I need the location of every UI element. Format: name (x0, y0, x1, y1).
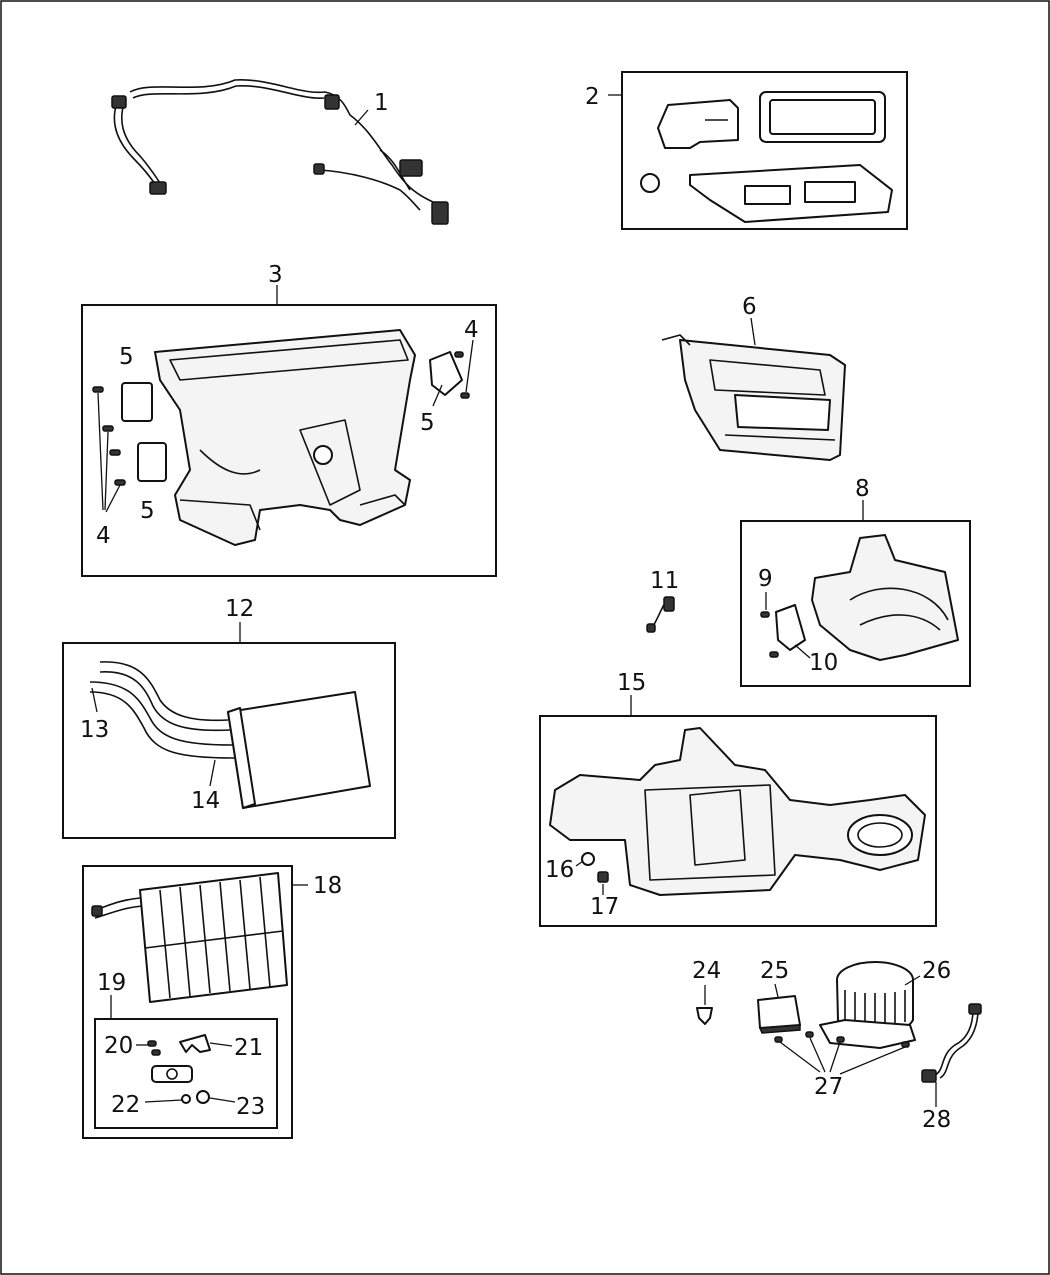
wiring-harness-part (111, 79, 449, 225)
callout-13: 13 (80, 717, 109, 743)
push-pin-24 (696, 1007, 713, 1025)
resistor-25 (757, 995, 801, 1034)
callout-2: 2 (585, 84, 600, 110)
callout-22: 22 (111, 1092, 140, 1118)
hvac-housing-part (154, 329, 416, 546)
callout-24: 24 (692, 958, 721, 984)
group-box-3 (81, 304, 497, 577)
screw-9 (760, 611, 770, 618)
callout-4b: 4 (96, 523, 111, 549)
callout-8: 8 (855, 476, 870, 502)
group-box-2 (621, 71, 908, 230)
callout-3: 3 (268, 262, 283, 288)
callout-14: 14 (191, 788, 220, 814)
screw-10 (769, 651, 779, 658)
blower-housing-part-8 (775, 534, 959, 661)
callout-15: 15 (617, 670, 646, 696)
callout-25: 25 (760, 958, 789, 984)
wire-harness-28 (921, 1003, 982, 1083)
callout-5b: 5 (420, 410, 435, 436)
callout-18: 18 (313, 873, 342, 899)
callout-9: 9 (758, 566, 773, 592)
heater-core-part (89, 661, 371, 809)
callout-16: 16 (545, 857, 574, 883)
callout-12: 12 (225, 596, 254, 622)
sub-box-19 (94, 1018, 278, 1129)
screw-parts (92, 351, 470, 486)
duct-housing-part (661, 334, 846, 461)
callout-10: 10 (809, 650, 838, 676)
expansion-valve-parts (147, 1034, 211, 1104)
screws-27 (774, 1031, 910, 1048)
sensor-part-11 (646, 596, 675, 633)
callout-21: 21 (234, 1035, 263, 1061)
callout-26: 26 (922, 958, 951, 984)
callout-1: 1 (374, 90, 389, 116)
callout-4a: 4 (464, 317, 479, 343)
actuator-parts (121, 351, 463, 482)
callout-5a: 5 (119, 344, 134, 370)
callout-27: 27 (814, 1074, 843, 1100)
group-box-8 (740, 520, 971, 687)
callout-17: 17 (590, 894, 619, 920)
grommet-16 (581, 852, 595, 866)
callout-19: 19 (97, 970, 126, 996)
callout-6: 6 (742, 294, 757, 320)
bracket-seal-parts (640, 91, 893, 223)
callout-28: 28 (922, 1107, 951, 1133)
evaporator-part (91, 872, 288, 1003)
group-box-12 (62, 642, 396, 839)
group-box-18 (82, 865, 293, 1139)
callout-20: 20 (104, 1033, 133, 1059)
callout-23: 23 (236, 1094, 265, 1120)
hvac-assembly-part-15 (549, 727, 926, 896)
callout-11: 11 (650, 568, 679, 594)
group-box-15 (539, 715, 937, 927)
callout-5c: 5 (140, 498, 155, 524)
clip-17 (597, 871, 609, 883)
